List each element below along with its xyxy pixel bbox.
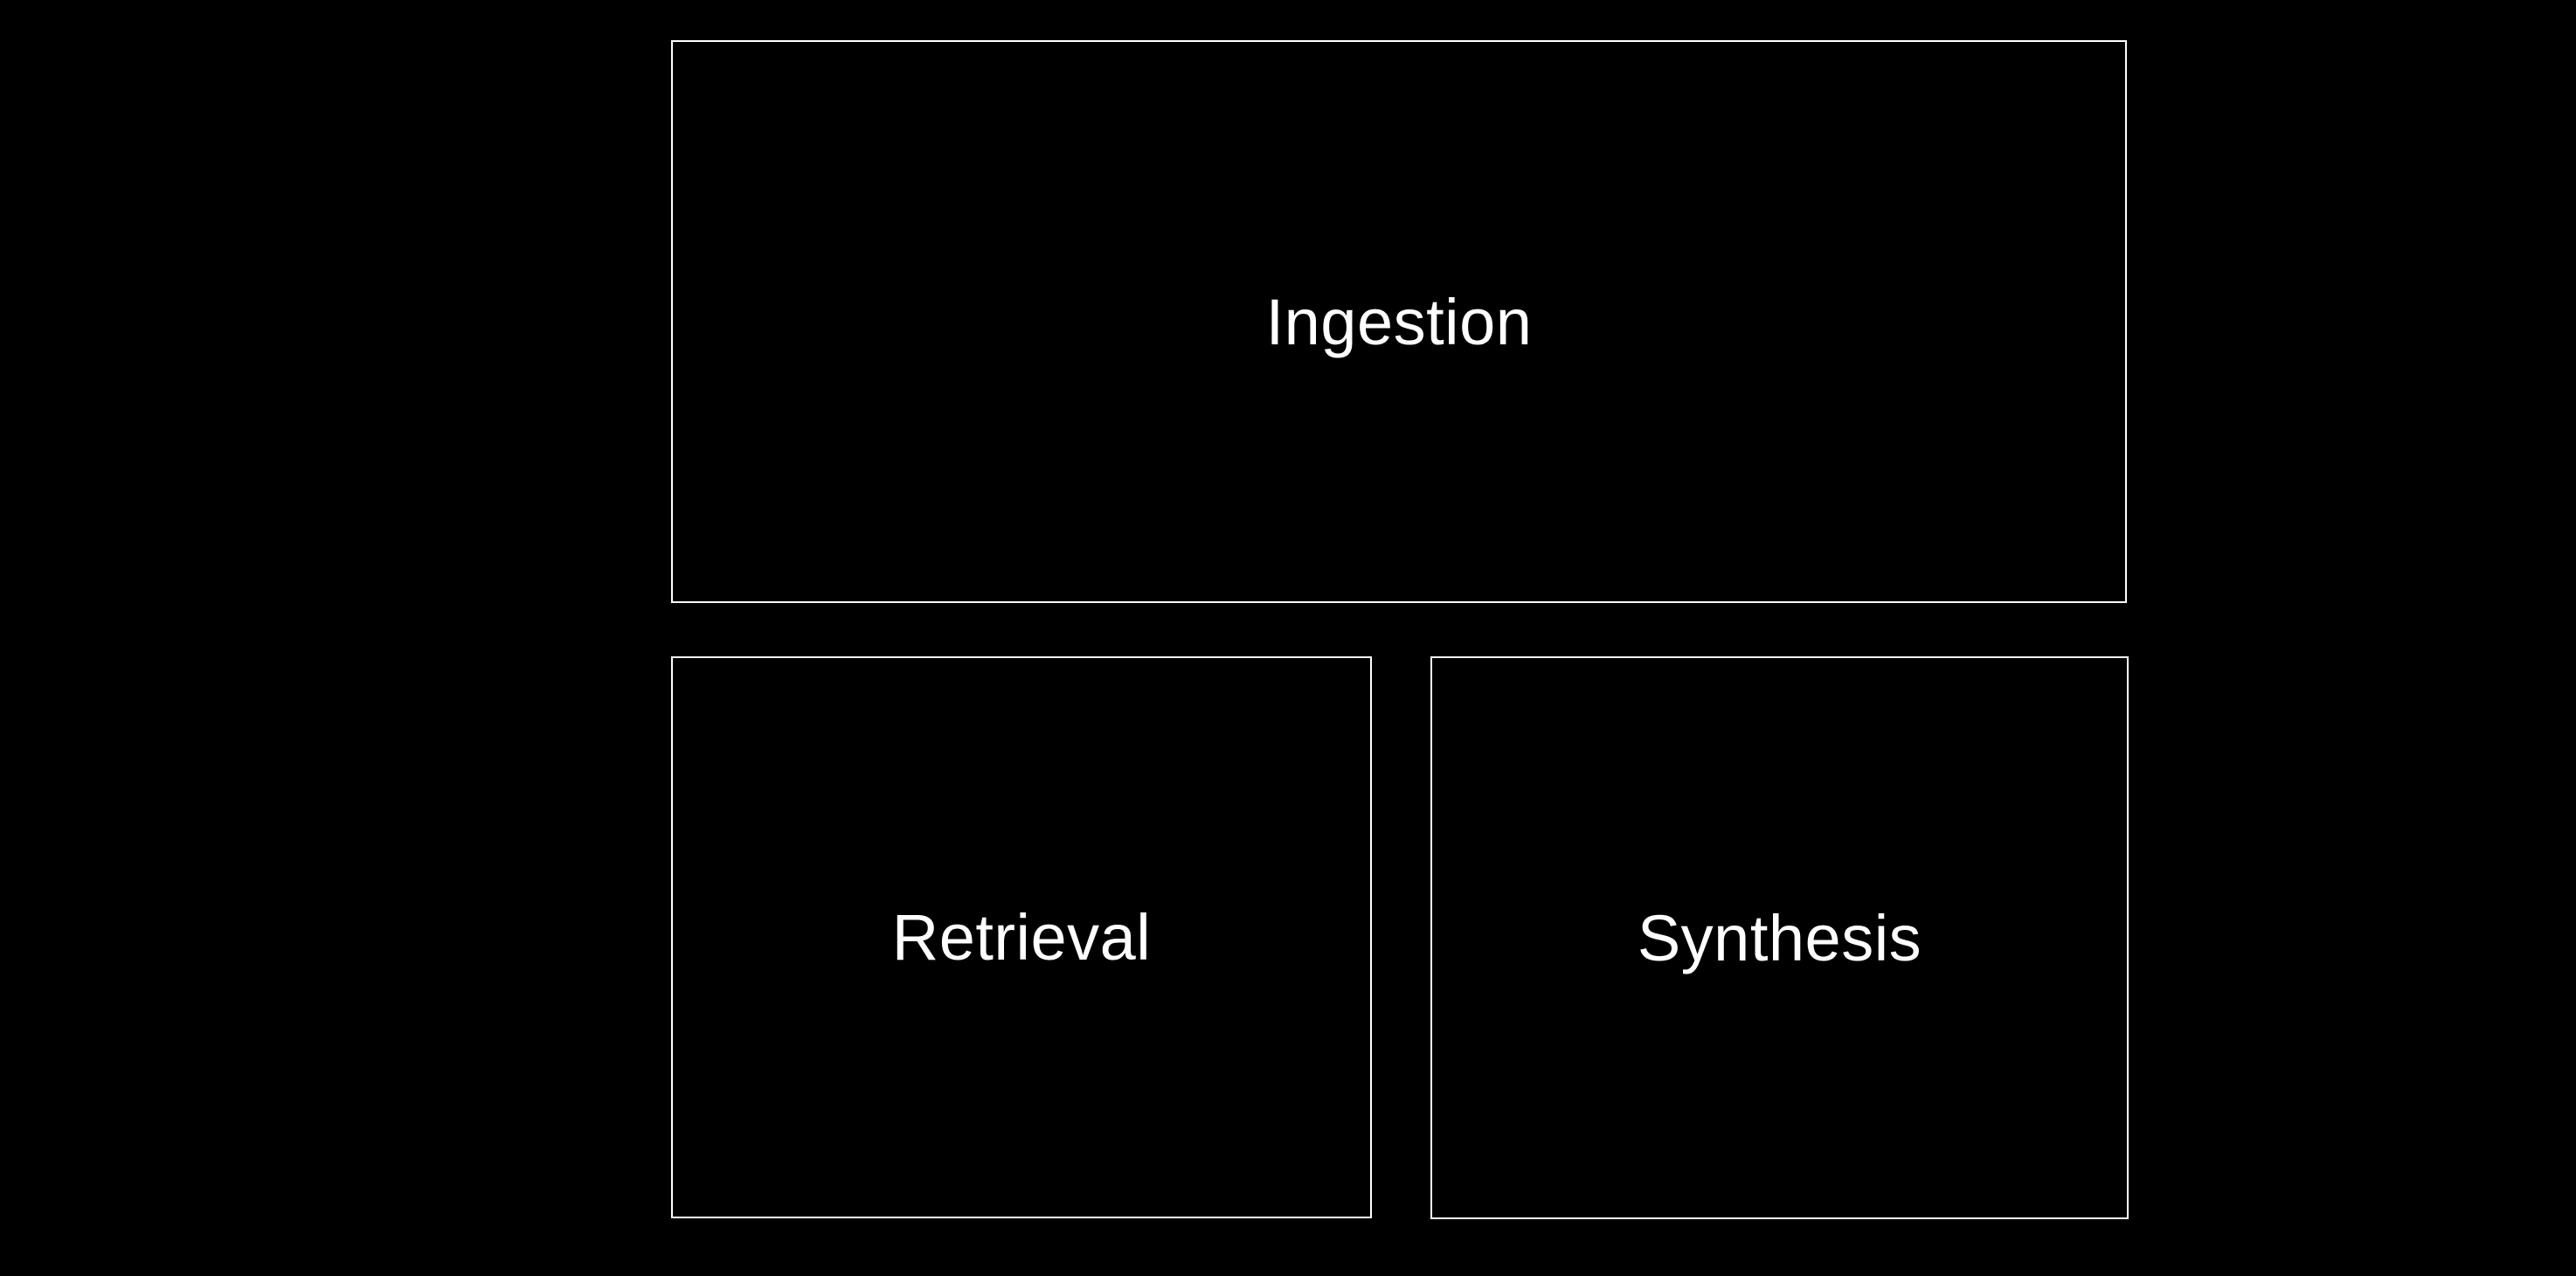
synthesis-box-label: Synthesis	[1637, 901, 1922, 974]
synthesis-box: Synthesis	[1430, 656, 2129, 1219]
ingestion-box-label: Ingestion	[1265, 285, 1533, 358]
ingestion-box: Ingestion	[671, 40, 2127, 603]
retrieval-box-label: Retrieval	[891, 901, 1152, 974]
retrieval-box: Retrieval	[671, 656, 1372, 1218]
